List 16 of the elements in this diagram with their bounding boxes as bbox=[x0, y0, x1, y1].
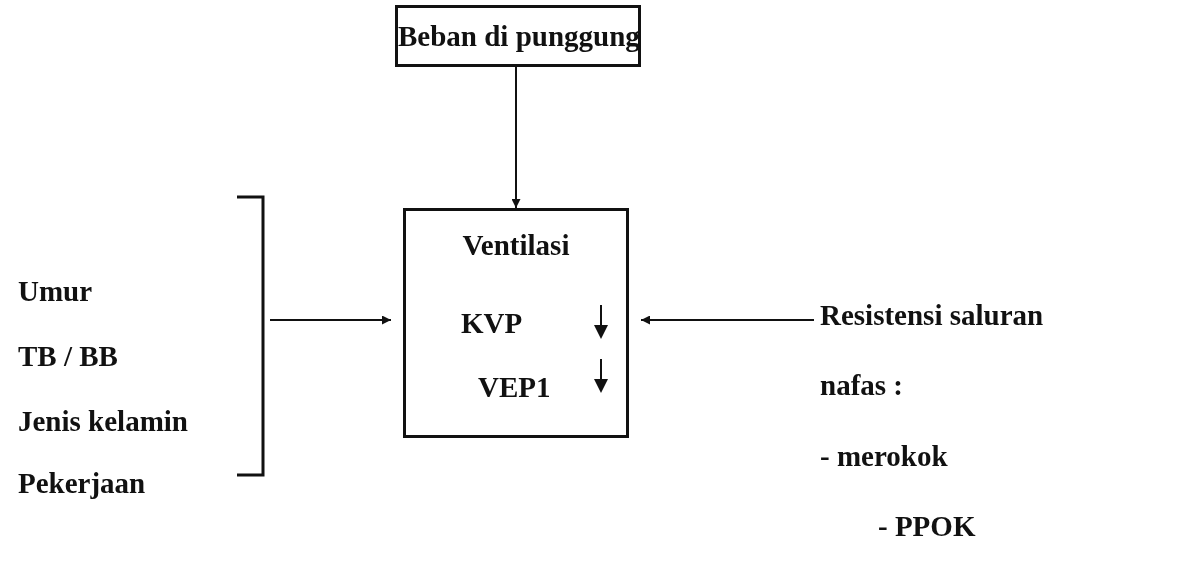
text-label: Pekerjaan bbox=[18, 467, 146, 500]
text-label: Resistensi saluran nafas : bbox=[820, 298, 1045, 403]
node-label: Beban di punggung bbox=[398, 20, 638, 53]
text-label: - PPOK bbox=[878, 510, 976, 543]
node-label: Ventilasi bbox=[461, 229, 571, 262]
text-label: - merokok bbox=[820, 440, 948, 473]
arrow bbox=[511, 66, 521, 209]
text-label: TB / BB bbox=[18, 340, 118, 373]
text-label: VEP1 bbox=[478, 371, 551, 404]
text-label: Jenis kelamin bbox=[18, 405, 188, 438]
arrow bbox=[640, 315, 815, 325]
process-box bbox=[403, 208, 629, 438]
text-label: KVP bbox=[461, 307, 523, 340]
process-box bbox=[395, 5, 641, 67]
arrow bbox=[269, 315, 392, 325]
text-label: Umur bbox=[18, 275, 93, 308]
